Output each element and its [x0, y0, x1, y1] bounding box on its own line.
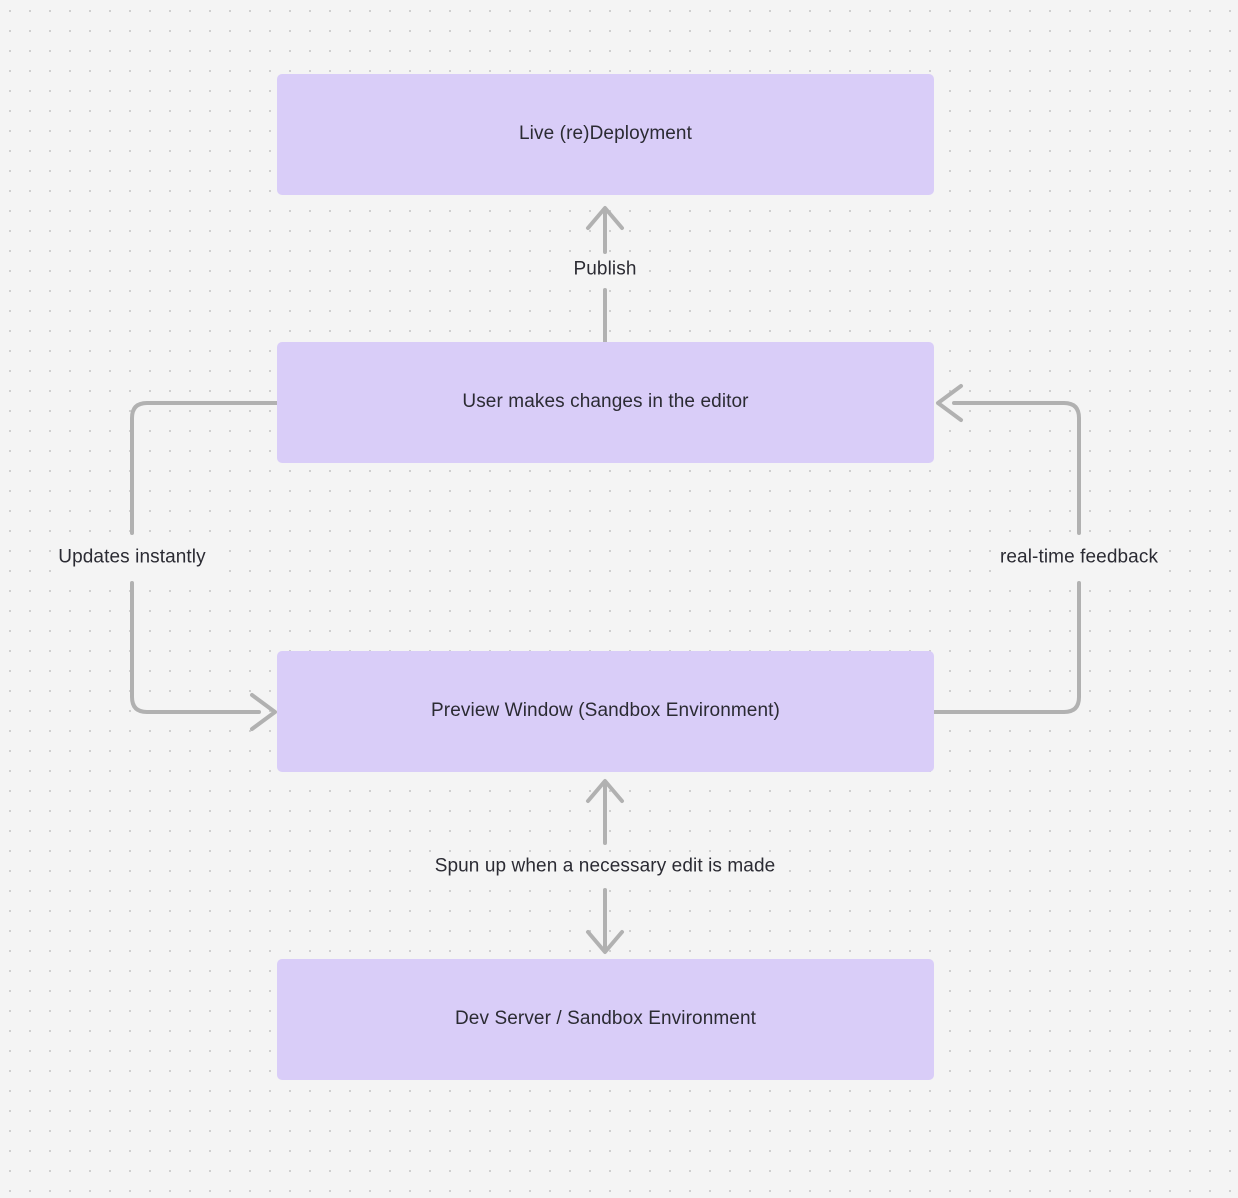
edge-publish-arrowhead [586, 206, 624, 230]
node-dev-server[interactable]: Dev Server / Sandbox Environment [277, 959, 934, 1080]
edge-feedback-path-lower [932, 581, 1081, 714]
edge-feedback-arrowhead [936, 384, 963, 422]
edge-spunup-arrowhead-down [586, 930, 624, 954]
edge-updates-arrowhead [250, 693, 277, 731]
edge-label-spun-up: Spun up when a necessary edit is made [428, 852, 782, 882]
node-dev-server-label: Dev Server / Sandbox Environment [454, 1008, 756, 1030]
node-preview-window-label: Preview Window (Sandbox Environment) [431, 700, 780, 722]
node-preview-window[interactable]: Preview Window (Sandbox Environment) [277, 651, 934, 772]
edge-label-publish: Publish [567, 255, 643, 285]
node-live-deployment-label: Live (re)Deployment [519, 123, 692, 145]
edge-updates-path-lower [130, 581, 261, 714]
edge-label-real-time-feedback: real-time feedback [993, 543, 1165, 573]
edge-spunup-arrowhead-up [586, 779, 624, 803]
node-user-edits[interactable]: User makes changes in the editor [277, 342, 934, 463]
edge-label-updates-instantly: Updates instantly [52, 543, 212, 573]
node-live-deployment[interactable]: Live (re)Deployment [277, 74, 934, 195]
edge-updates-path-upper [130, 401, 279, 535]
node-user-edits-label: User makes changes in the editor [462, 391, 749, 413]
edge-feedback-path-upper [952, 401, 1081, 535]
